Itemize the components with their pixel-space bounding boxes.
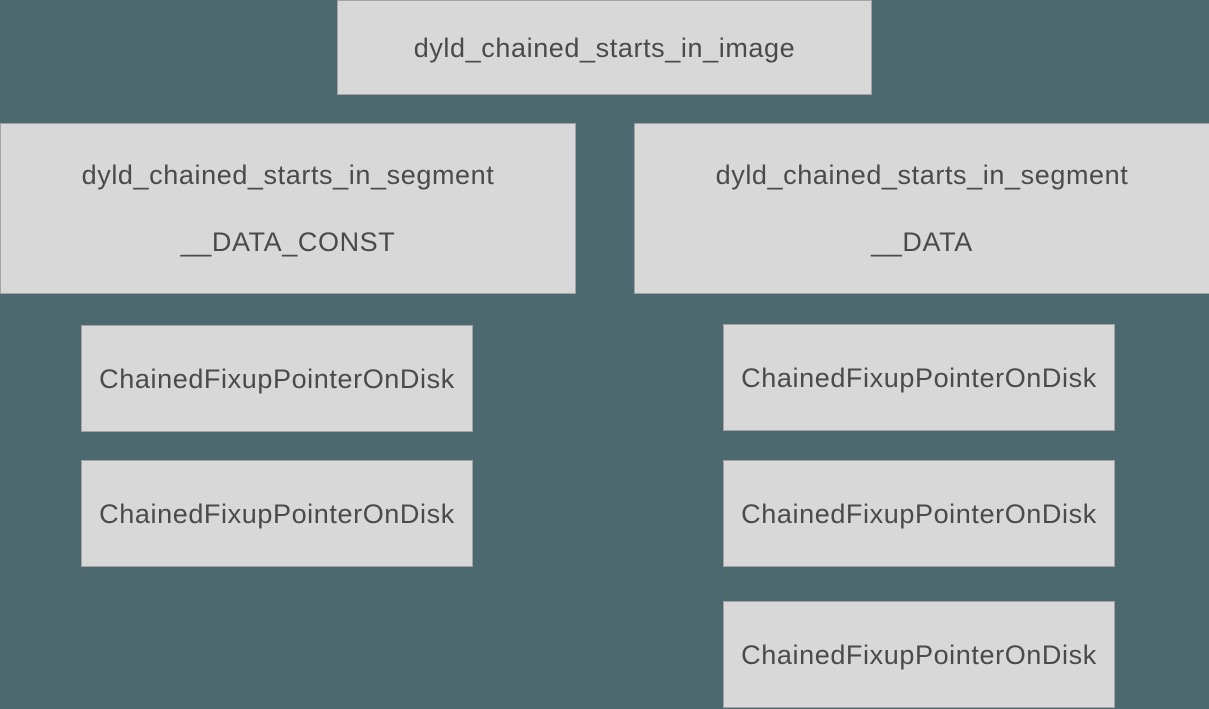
segment-struct-label: dyld_chained_starts_in_segment bbox=[715, 160, 1129, 190]
pointer-label: ChainedFixupPointerOnDisk bbox=[741, 639, 1097, 670]
pointer-label: ChainedFixupPointerOnDisk bbox=[99, 498, 455, 529]
pointer-label: ChainedFixupPointerOnDisk bbox=[99, 363, 455, 394]
pointer-label: ChainedFixupPointerOnDisk bbox=[741, 362, 1097, 393]
segment-struct-label: dyld_chained_starts_in_segment bbox=[81, 160, 495, 190]
pointer-label: ChainedFixupPointerOnDisk bbox=[741, 498, 1097, 529]
segment-name-label: __DATA bbox=[871, 227, 973, 257]
pointer-box: ChainedFixupPointerOnDisk bbox=[723, 324, 1115, 431]
segment-box-data-const: dyld_chained_starts_in_segment __DATA_CO… bbox=[0, 123, 576, 294]
segment-name-label: __DATA_CONST bbox=[180, 227, 396, 257]
pointer-box: ChainedFixupPointerOnDisk bbox=[81, 325, 473, 432]
pointer-box: ChainedFixupPointerOnDisk bbox=[723, 601, 1115, 708]
segment-box-data: dyld_chained_starts_in_segment __DATA bbox=[634, 123, 1209, 294]
pointer-box: ChainedFixupPointerOnDisk bbox=[723, 460, 1115, 567]
root-struct-label: dyld_chained_starts_in_image bbox=[413, 32, 796, 63]
root-struct-box: dyld_chained_starts_in_image bbox=[337, 0, 872, 95]
pointer-box: ChainedFixupPointerOnDisk bbox=[81, 460, 473, 567]
